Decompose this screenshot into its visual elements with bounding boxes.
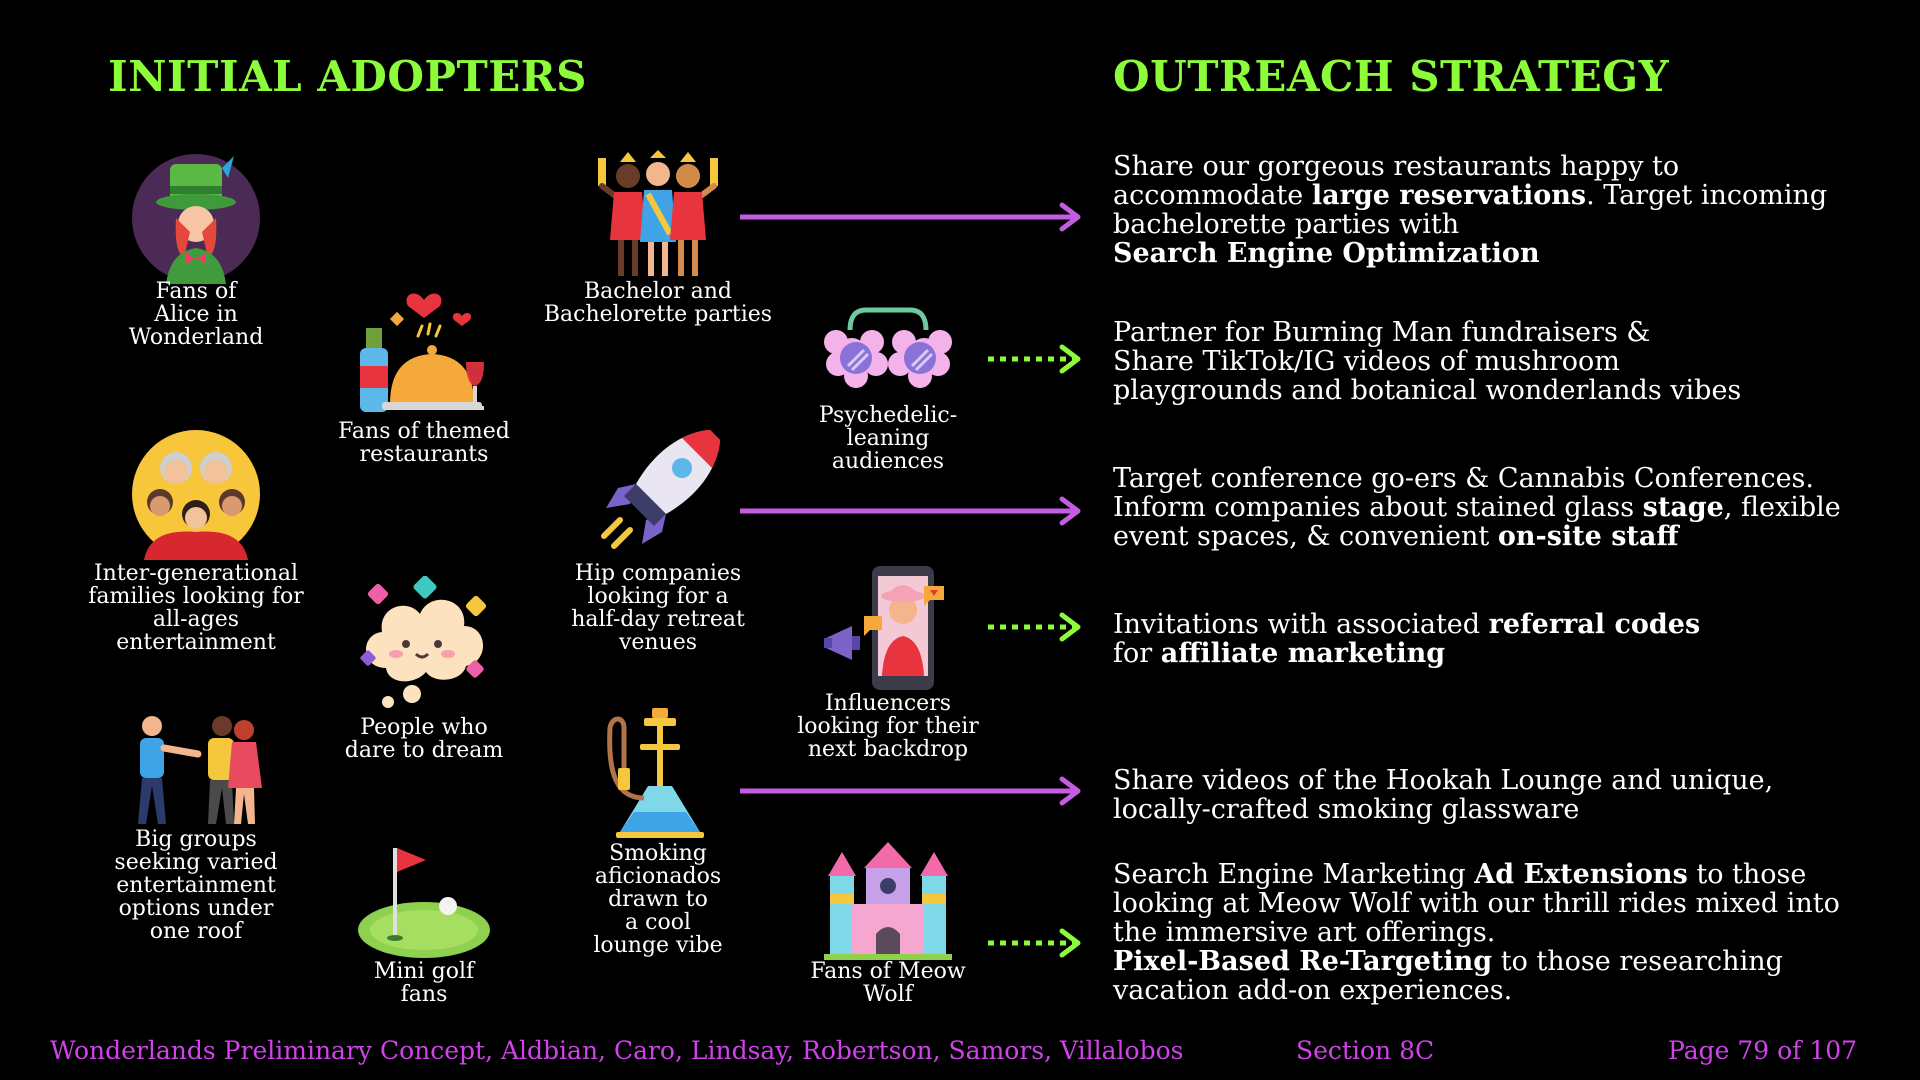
outreach-strategy-heading: OUTREACH STRATEGY [1113, 52, 1670, 101]
influencer-phone-icon [824, 566, 944, 690]
strategy-smoking: Share videos of the Hookah Lounge and un… [1113, 765, 1774, 825]
adopter-influencers: Influencers looking for their next backd… [797, 691, 979, 762]
strategy-psychedelic: Partner for Burning Man fundraisers & Sh… [1113, 317, 1742, 406]
family-icon [132, 430, 260, 560]
footer-section: Section 8C [1296, 1036, 1435, 1065]
initial-adopters-heading: INITIAL ADOPTERS [108, 52, 588, 101]
footer-page-number: Page 79 of 107 [1668, 1036, 1858, 1065]
solid-arrow-bachelor [740, 202, 1081, 232]
hookah-icon [607, 708, 704, 838]
castle-icon [824, 842, 952, 960]
dotted-arrow-meowwolf [988, 928, 1081, 958]
adopter-meowwolf: Fans of Meow Wolf [810, 959, 966, 1007]
group-icon [138, 716, 262, 824]
dream-cloud-icon [360, 576, 487, 708]
adopter-companies: Hip companies looking for a half-day ret… [571, 561, 745, 655]
rocket-icon [601, 430, 720, 549]
adopter-themed-restaurants: Fans of themed restaurants [338, 419, 510, 467]
solid-arrow-companies [740, 496, 1081, 526]
mini-golf-icon [358, 848, 490, 958]
dotted-arrow-influencers [988, 612, 1081, 642]
strategy-influencers: Invitations with associated referral cod… [1113, 609, 1701, 669]
mad-hatter-icon [132, 154, 260, 284]
solid-arrow-smoking [740, 776, 1081, 806]
strategy-meowwolf: Search Engine Marketing Ad Extensions to… [1113, 859, 1840, 1006]
restaurant-icon [360, 293, 484, 412]
adopter-families: Inter-generational families looking for … [88, 561, 304, 655]
adopter-smoking: Smoking aficionados drawn to a cool loun… [593, 841, 723, 958]
adopter-bachelor: Bachelor and Bachelorette parties [543, 279, 773, 327]
adopter-groups: Big groups seeking varied entertainment … [114, 827, 278, 944]
strategy-bachelor: Share our gorgeous restaurants happy to … [1113, 151, 1828, 269]
adopter-alice: Fans of Alice in Wonderland [128, 279, 264, 350]
party-group-icon [598, 150, 718, 276]
adopter-dreamers: People who dare to dream [344, 715, 504, 763]
psychedelic-glasses-icon [824, 307, 952, 388]
adopter-psychedelic: Psychedelic- leaning audiences [818, 403, 958, 474]
dotted-arrow-psychedelic [988, 344, 1081, 374]
footer-credits: Wonderlands Preliminary Concept, Aldbian… [50, 1036, 1184, 1065]
strategy-companies: Target conference go-ers & Cannabis Conf… [1113, 463, 1841, 552]
adopter-minigolf: Mini golf fans [373, 959, 475, 1007]
